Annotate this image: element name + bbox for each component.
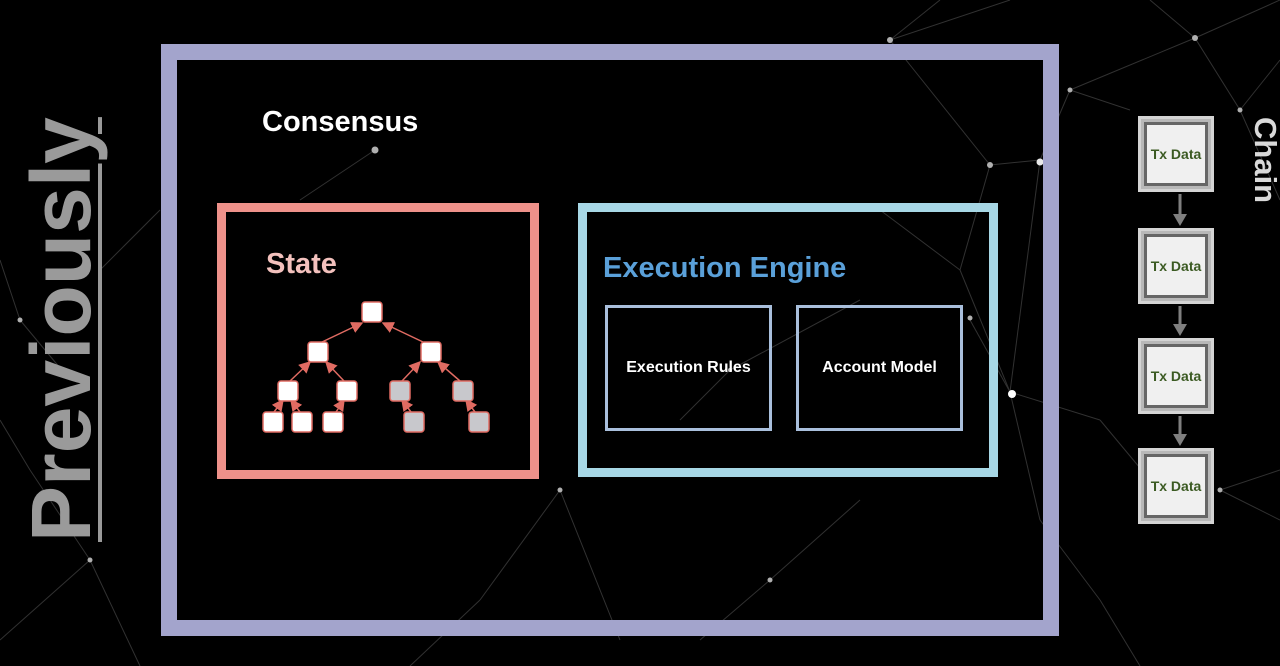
state-title: State <box>266 248 337 280</box>
tree-edge <box>381 322 424 343</box>
tree-edge <box>401 398 414 413</box>
side-title-previously: Previously <box>14 117 108 542</box>
chain-arrow-head <box>1173 214 1187 226</box>
tree-node <box>262 411 284 433</box>
tree-node <box>291 411 313 433</box>
consensus-title: Consensus <box>262 106 419 138</box>
tree-edge <box>290 398 303 413</box>
tree-edge <box>271 398 284 413</box>
tree-edge <box>465 398 478 413</box>
chain-block-label: Tx Data <box>1144 344 1208 408</box>
tree-node <box>336 380 358 402</box>
consensus-box <box>161 44 1059 636</box>
chain-arrows <box>1173 194 1187 446</box>
execution-engine-title: Execution Engine <box>603 252 847 284</box>
tree-edge <box>401 360 422 382</box>
tree-node <box>361 301 383 323</box>
execution-rules-label: Execution Rules <box>626 359 751 376</box>
account-model-label: Account Model <box>822 359 937 376</box>
chain-title: Chain <box>1248 117 1280 204</box>
tree-edge <box>324 360 345 382</box>
state-box <box>217 203 539 479</box>
chain-arrow-head <box>1173 434 1187 446</box>
tree-node <box>468 411 490 433</box>
chain-block-label: Tx Data <box>1144 234 1208 298</box>
chain-block: Tx Data <box>1138 338 1214 414</box>
tree-node <box>322 411 344 433</box>
tree-node <box>277 380 299 402</box>
account-model-box: Account Model <box>796 305 963 431</box>
tree-node <box>420 341 442 363</box>
chain-block-label: Tx Data <box>1144 454 1208 518</box>
execution-engine-box <box>578 203 998 477</box>
chain-block: Tx Data <box>1138 448 1214 524</box>
tree-node <box>307 341 329 363</box>
chain-block: Tx Data <box>1138 116 1214 192</box>
chain-block-label: Tx Data <box>1144 122 1208 186</box>
tree-node <box>403 411 425 433</box>
tree-node <box>452 380 474 402</box>
state-tree-diagram <box>262 301 490 433</box>
tree-edge <box>289 360 312 382</box>
tree-node <box>389 380 411 402</box>
tree-edge <box>436 361 461 382</box>
tree-edge <box>321 322 364 343</box>
tree-edge <box>333 398 345 413</box>
chain-block: Tx Data <box>1138 228 1214 304</box>
chain-arrow-head <box>1173 324 1187 336</box>
execution-rules-box: Execution Rules <box>605 305 772 431</box>
